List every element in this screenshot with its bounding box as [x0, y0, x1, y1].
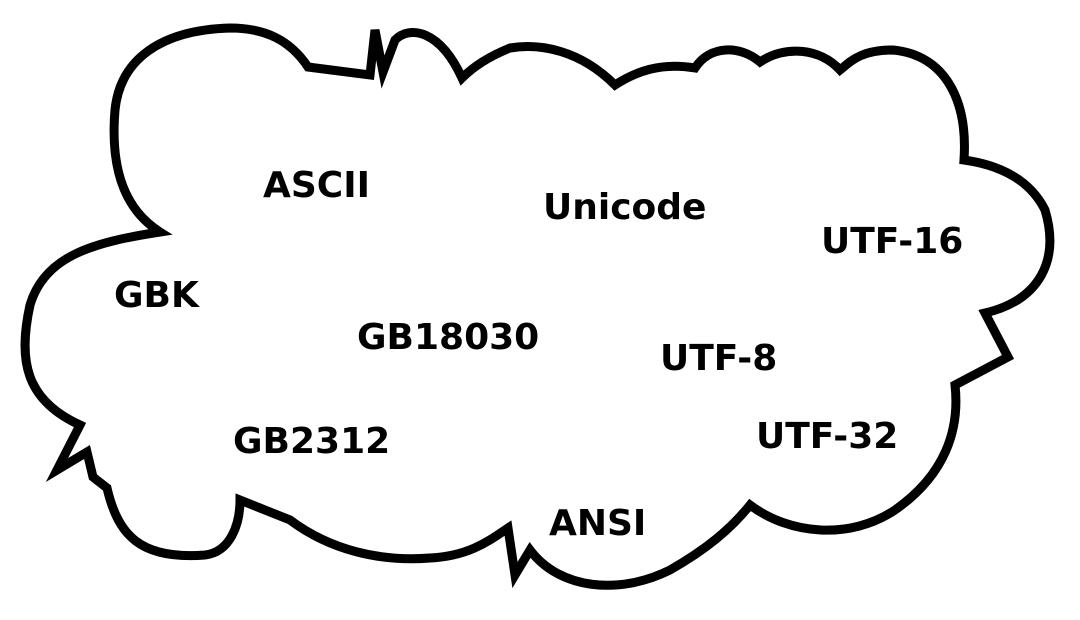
- term-utf16: UTF-16: [821, 221, 964, 262]
- term-gb2312: GB2312: [233, 421, 391, 462]
- term-unicode: Unicode: [543, 187, 707, 228]
- term-utf32: UTF-32: [756, 416, 899, 457]
- term-utf8: UTF-8: [660, 338, 778, 379]
- term-ascii: ASCII: [263, 165, 370, 206]
- term-gbk: GBK: [114, 275, 199, 316]
- term-ansi: ANSI: [549, 503, 647, 544]
- term-gb18030: GB18030: [357, 317, 540, 358]
- cloud-shape: [20, 23, 1055, 590]
